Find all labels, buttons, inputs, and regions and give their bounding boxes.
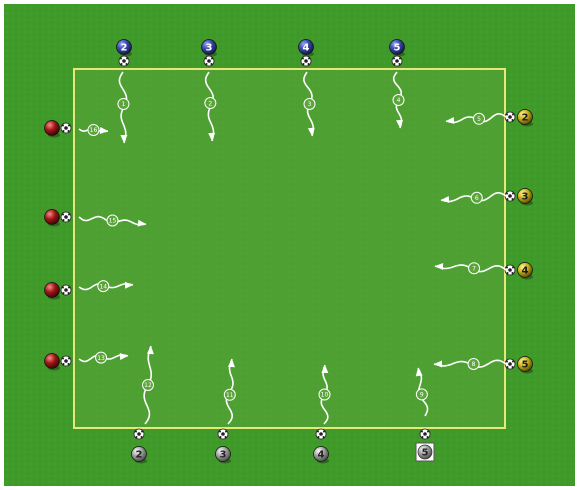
sequence-number-label: 1: [122, 101, 126, 108]
soccer-ball-icon: [119, 56, 129, 66]
soccer-ball-icon: [505, 359, 515, 369]
sequence-number-label: 13: [97, 355, 105, 362]
soccer-ball-icon: [505, 191, 515, 201]
sequence-number-label: 15: [109, 218, 117, 225]
player-number-label: 3: [206, 43, 213, 54]
sequence-number-label: 12: [144, 382, 152, 389]
player-number-label: 2: [522, 113, 529, 124]
soccer-ball-icon: [392, 56, 402, 66]
soccer-ball-icon: [61, 123, 71, 133]
sequence-number-label: 4: [397, 97, 401, 104]
player-number-label: 2: [136, 450, 143, 461]
soccer-ball-icon: [505, 265, 515, 275]
soccer-ball-icon: [204, 56, 214, 66]
soccer-ball-icon: [61, 285, 71, 295]
sequence-number-label: 16: [90, 127, 98, 134]
player-number-label: 5: [522, 360, 529, 371]
sequence-number-label: 9: [420, 392, 424, 399]
soccer-ball-icon: [218, 429, 228, 439]
sequence-number-label: 11: [226, 392, 234, 399]
player-number-label: 3: [522, 192, 529, 203]
player-number-label: 5: [422, 448, 429, 459]
sequence-number-label: 8: [472, 361, 476, 368]
sequence-number-label: 10: [321, 392, 329, 399]
sequence-number-label: 5: [477, 116, 481, 123]
soccer-ball-icon: [505, 112, 515, 122]
player-number-label: 4: [522, 266, 529, 277]
soccer-ball-icon: [301, 56, 311, 66]
player-number-label: 5: [394, 43, 401, 54]
soccer-ball-icon: [134, 429, 144, 439]
player-number-label: 3: [220, 450, 227, 461]
soccer-ball-icon: [316, 429, 326, 439]
soccer-ball-icon: [420, 429, 430, 439]
player-number-label: 4: [318, 450, 325, 461]
soccer-ball-icon: [61, 356, 71, 366]
sequence-number-label: 14: [99, 283, 107, 290]
soccer-ball-icon: [61, 212, 71, 222]
player-number-label: 4: [303, 43, 310, 54]
sequence-number-label: 7: [472, 265, 476, 272]
player-number-label: 2: [121, 43, 128, 54]
gray-player-square-icon: 5: [416, 443, 434, 461]
sequence-number-label: 3: [308, 101, 312, 108]
sequence-number-label: 6: [475, 195, 479, 202]
sequence-number-label: 2: [208, 100, 212, 107]
playing-area: [74, 69, 505, 428]
